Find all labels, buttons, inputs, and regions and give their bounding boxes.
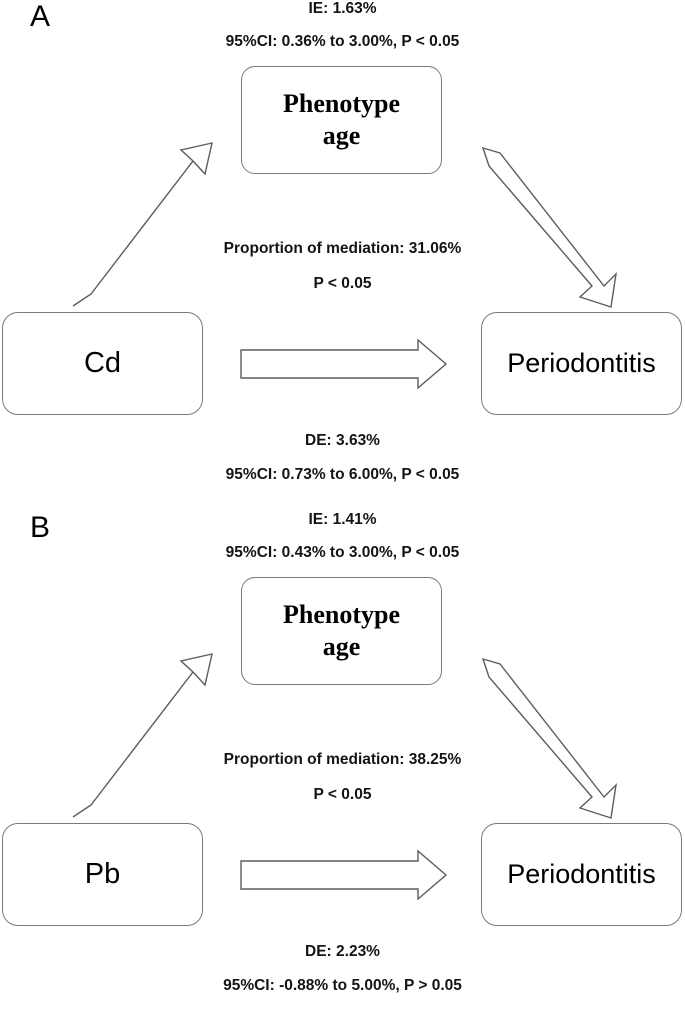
proportion-mediation-annotation-b: Proportion of mediation: 38.25% P < 0.05 bbox=[0, 751, 685, 804]
node-exposure-label-b: Pb bbox=[84, 857, 121, 890]
proportion-mediation-annotation-a: Proportion of mediation: 31.06% P < 0.05 bbox=[0, 240, 685, 293]
direct-effect-annotation-b: DE: 2.23% 95%CI: -0.88% to 5.00%, P > 0.… bbox=[0, 943, 685, 995]
node-outcome-a[interactable]: Periodontitis bbox=[481, 312, 682, 415]
ie-ci-b: 95%CI: 0.43% to 3.00%, P < 0.05 bbox=[225, 544, 460, 561]
node-mediator-label-line2-b: age bbox=[322, 632, 361, 661]
indirect-effect-annotation-a: IE: 1.63% 95%CI: 0.36% to 3.00%, P < 0.0… bbox=[0, 0, 685, 51]
proportion-mediation-value-b: Proportion of mediation: 38.25% bbox=[223, 751, 462, 768]
node-outcome-label-a: Periodontitis bbox=[507, 347, 656, 378]
node-mediator-label-a: Phenotype age bbox=[283, 88, 400, 153]
node-mediator-label-line2-a: age bbox=[322, 121, 361, 150]
proportion-mediation-value-a: Proportion of mediation: 31.06% bbox=[223, 240, 462, 257]
node-exposure-b[interactable]: Pb bbox=[2, 823, 203, 926]
ie-value-a: IE: 1.63% bbox=[308, 0, 377, 17]
node-mediator-label-line1-b: Phenotype bbox=[283, 599, 400, 629]
panel-letter-a: A bbox=[30, 0, 51, 33]
indirect-effect-annotation-b: IE: 1.41% 95%CI: 0.43% to 3.00%, P < 0.0… bbox=[0, 511, 685, 562]
ie-value-b: IE: 1.41% bbox=[308, 511, 377, 528]
node-exposure-a[interactable]: Cd bbox=[2, 312, 203, 415]
direct-effect-annotation-a: DE: 3.63% 95%CI: 0.73% to 6.00%, P < 0.0… bbox=[0, 432, 685, 484]
de-value-b: DE: 2.23% bbox=[305, 943, 380, 960]
de-value-a: DE: 3.63% bbox=[305, 432, 380, 449]
panel-b: B IE: 1.41% 95%CI: 0.43% to 3.00%, P < 0… bbox=[0, 511, 685, 1022]
proportion-mediation-p-a: P < 0.05 bbox=[313, 275, 372, 292]
node-outcome-label-b: Periodontitis bbox=[507, 858, 656, 889]
arrow-exposure-to-outcome-b bbox=[240, 849, 448, 901]
ie-ci-a: 95%CI: 0.36% to 3.00%, P < 0.05 bbox=[225, 33, 460, 50]
panel-a: A IE: 1.63% 95%CI: 0.36% to 3.00%, P < 0… bbox=[0, 0, 685, 484]
arrow-exposure-to-outcome-a bbox=[240, 338, 448, 390]
node-mediator-label-b: Phenotype age bbox=[283, 599, 400, 664]
node-exposure-label-a: Cd bbox=[83, 346, 122, 379]
proportion-mediation-p-b: P < 0.05 bbox=[313, 786, 372, 803]
panel-letter-b: B bbox=[30, 511, 51, 544]
node-mediator-a[interactable]: Phenotype age bbox=[241, 66, 442, 174]
de-ci-b: 95%CI: -0.88% to 5.00%, P > 0.05 bbox=[223, 977, 462, 994]
node-outcome-b[interactable]: Periodontitis bbox=[481, 823, 682, 926]
node-mediator-b[interactable]: Phenotype age bbox=[241, 577, 442, 685]
de-ci-a: 95%CI: 0.73% to 6.00%, P < 0.05 bbox=[225, 466, 460, 483]
node-mediator-label-line1-a: Phenotype bbox=[283, 88, 400, 118]
